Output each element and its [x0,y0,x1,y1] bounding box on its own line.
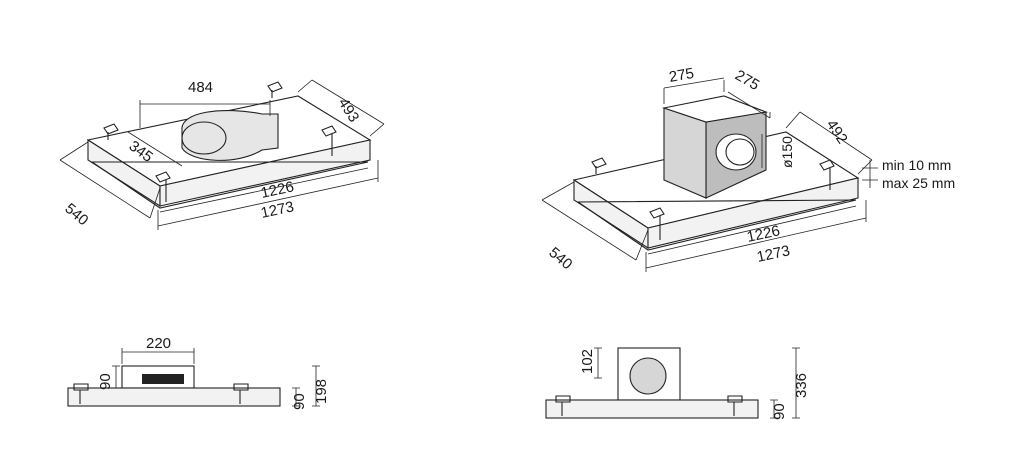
dim-depth-left: 540 [61,200,91,229]
dimension-lines-left [59,79,385,230]
note-min-gap: min 10 mm [882,157,951,173]
bracket-group-left [103,81,337,202]
dim-outlet-diameter: ø150 [779,136,795,168]
dim-duct-width: 220 [146,335,171,352]
motor-outlet [715,133,757,171]
side-brackets-left [73,383,249,404]
side-view-left: 220 90 90 198 [67,335,330,410]
dim-hood-height-left: 90 [291,393,308,410]
dim-depth-top-right: 492 [823,117,851,147]
hood-profile-right [545,399,759,419]
side-view-right: 102 90 336 [545,347,810,420]
dim-box-width: 275 [668,65,696,86]
dim-hood-height-right: 90 [771,403,788,420]
dim-outer-length-right: 1273 [755,242,791,266]
dim-total-height-left: 198 [313,379,330,404]
motor-outlet-inner [725,138,755,166]
duct-outlet-left [181,121,227,155]
dim-inner-length-right: 1226 [745,222,781,246]
iso-view-right: 275 275 492 ø150 540 1226 1273 min 10 mm… [541,65,955,273]
duct-opening-left [142,374,184,384]
dim-total-height-right: 336 [793,373,810,398]
side-brackets-right [555,395,743,416]
dim-inner-length-left: 1226 [259,178,295,202]
hood-side-right [647,177,859,249]
duct-left [181,109,279,161]
motor-outlet-profile [629,357,667,395]
side-dim-lines-right [594,347,800,419]
dim-box-depth: 275 [732,67,762,94]
dim-depth-right: 540 [545,244,575,273]
dim-duct-height: 90 [97,373,114,390]
dim-width-duct-left: 484 [188,79,213,96]
dimension-lines-right [541,77,878,272]
hood-side-left [159,139,371,207]
dim-outlet-offset: 102 [579,349,596,374]
side-dim-lines-left [112,348,320,407]
motor-box-top [661,95,769,123]
iso-view-left: 484 493 345 540 1226 1273 [59,79,385,230]
note-max-gap: max 25 mm [882,175,955,191]
hood-bottom-panel-right [576,199,857,251]
dim-outer-length-left: 1273 [259,198,295,222]
bracket-group-right [591,157,835,240]
hood-bottom-panel-left [90,161,369,209]
